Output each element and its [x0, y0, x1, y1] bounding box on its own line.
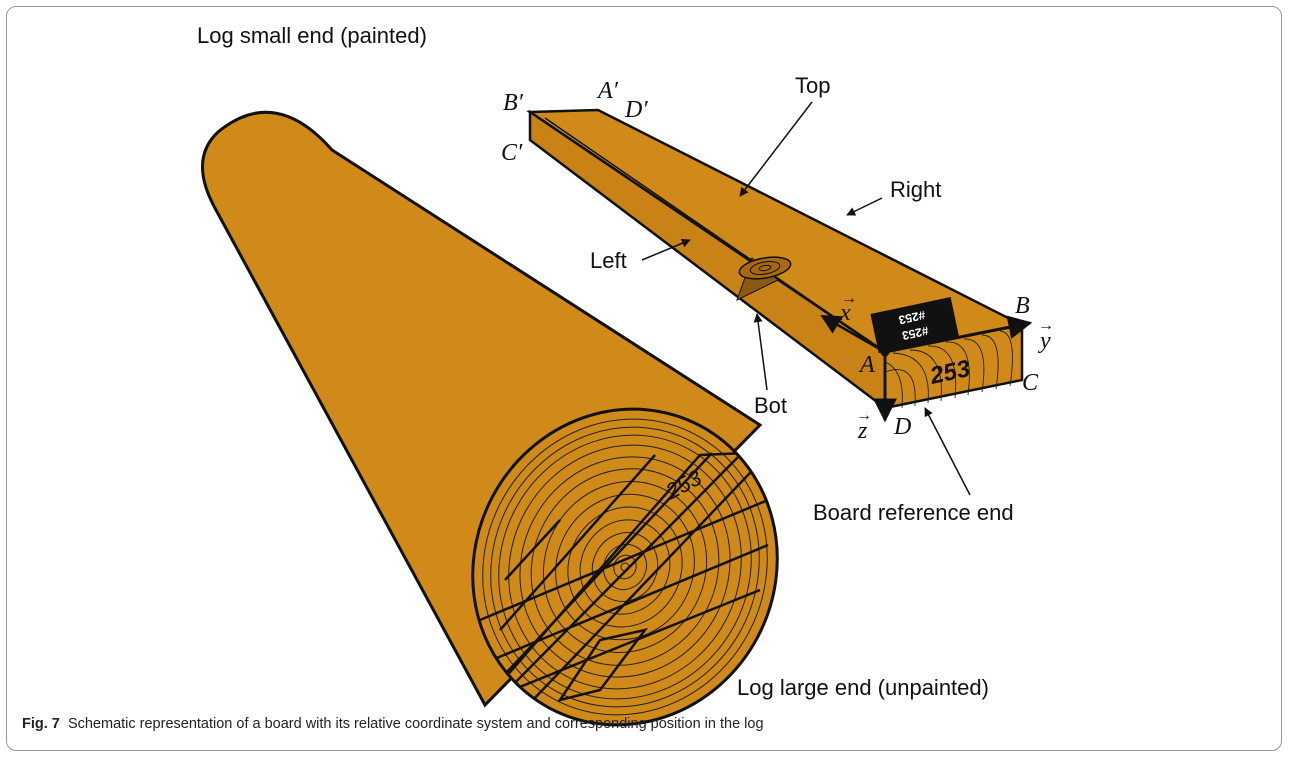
svg-text:→: →	[856, 407, 872, 424]
label-right: Right	[890, 177, 941, 202]
svg-text:#253: #253	[901, 323, 930, 342]
caption-text: Schematic representation of a board with…	[67, 716, 764, 732]
point-d-prime: D′	[624, 97, 648, 123]
label-top: Top	[795, 73, 830, 98]
label-bot: Bot	[754, 393, 787, 418]
arrow-right	[846, 197, 883, 216]
point-b-prime: B′	[503, 90, 524, 116]
figure-caption: Fig. 7 Schematic representation of a boa…	[22, 716, 764, 732]
point-a-prime: A′	[596, 78, 619, 104]
point-d: D	[893, 414, 911, 440]
label-small-end: Log small end (painted)	[197, 23, 427, 48]
arrow-reference-end	[924, 407, 971, 496]
figure-frame	[6, 6, 1282, 751]
label-reference-end: Board reference end	[813, 500, 1014, 525]
point-c-prime: C′	[501, 140, 523, 166]
svg-text:→: →	[1038, 317, 1054, 334]
point-b: B	[1015, 293, 1030, 319]
caption-figure-number: Fig. 7	[22, 716, 60, 732]
label-large-end: Log large end (unpainted)	[737, 675, 989, 700]
log-cutting-pattern	[477, 450, 774, 705]
arrow-left	[641, 238, 691, 261]
board-edge-line	[544, 117, 886, 353]
y-axis	[884, 315, 1033, 354]
arrow-top	[739, 101, 813, 197]
board-tag: #253 #253	[870, 296, 959, 354]
y-axis-label: y	[1038, 328, 1051, 354]
point-c: C	[1022, 370, 1039, 396]
svg-text:#253: #253	[897, 308, 926, 327]
log: 253	[201, 110, 779, 727]
point-a: A	[858, 352, 875, 378]
board: #253 #253 253	[526, 108, 1026, 411]
z-axis-label: z	[857, 418, 868, 444]
log-large-end-face	[471, 407, 779, 727]
label-left: Left	[590, 248, 627, 273]
x-axis-label: x	[839, 300, 851, 326]
coordinate-system: x → y → z →	[820, 290, 1054, 444]
x-axis	[820, 314, 886, 354]
arrow-bot	[753, 313, 768, 391]
board-end-rings	[884, 330, 1013, 409]
svg-text:→: →	[841, 290, 857, 307]
